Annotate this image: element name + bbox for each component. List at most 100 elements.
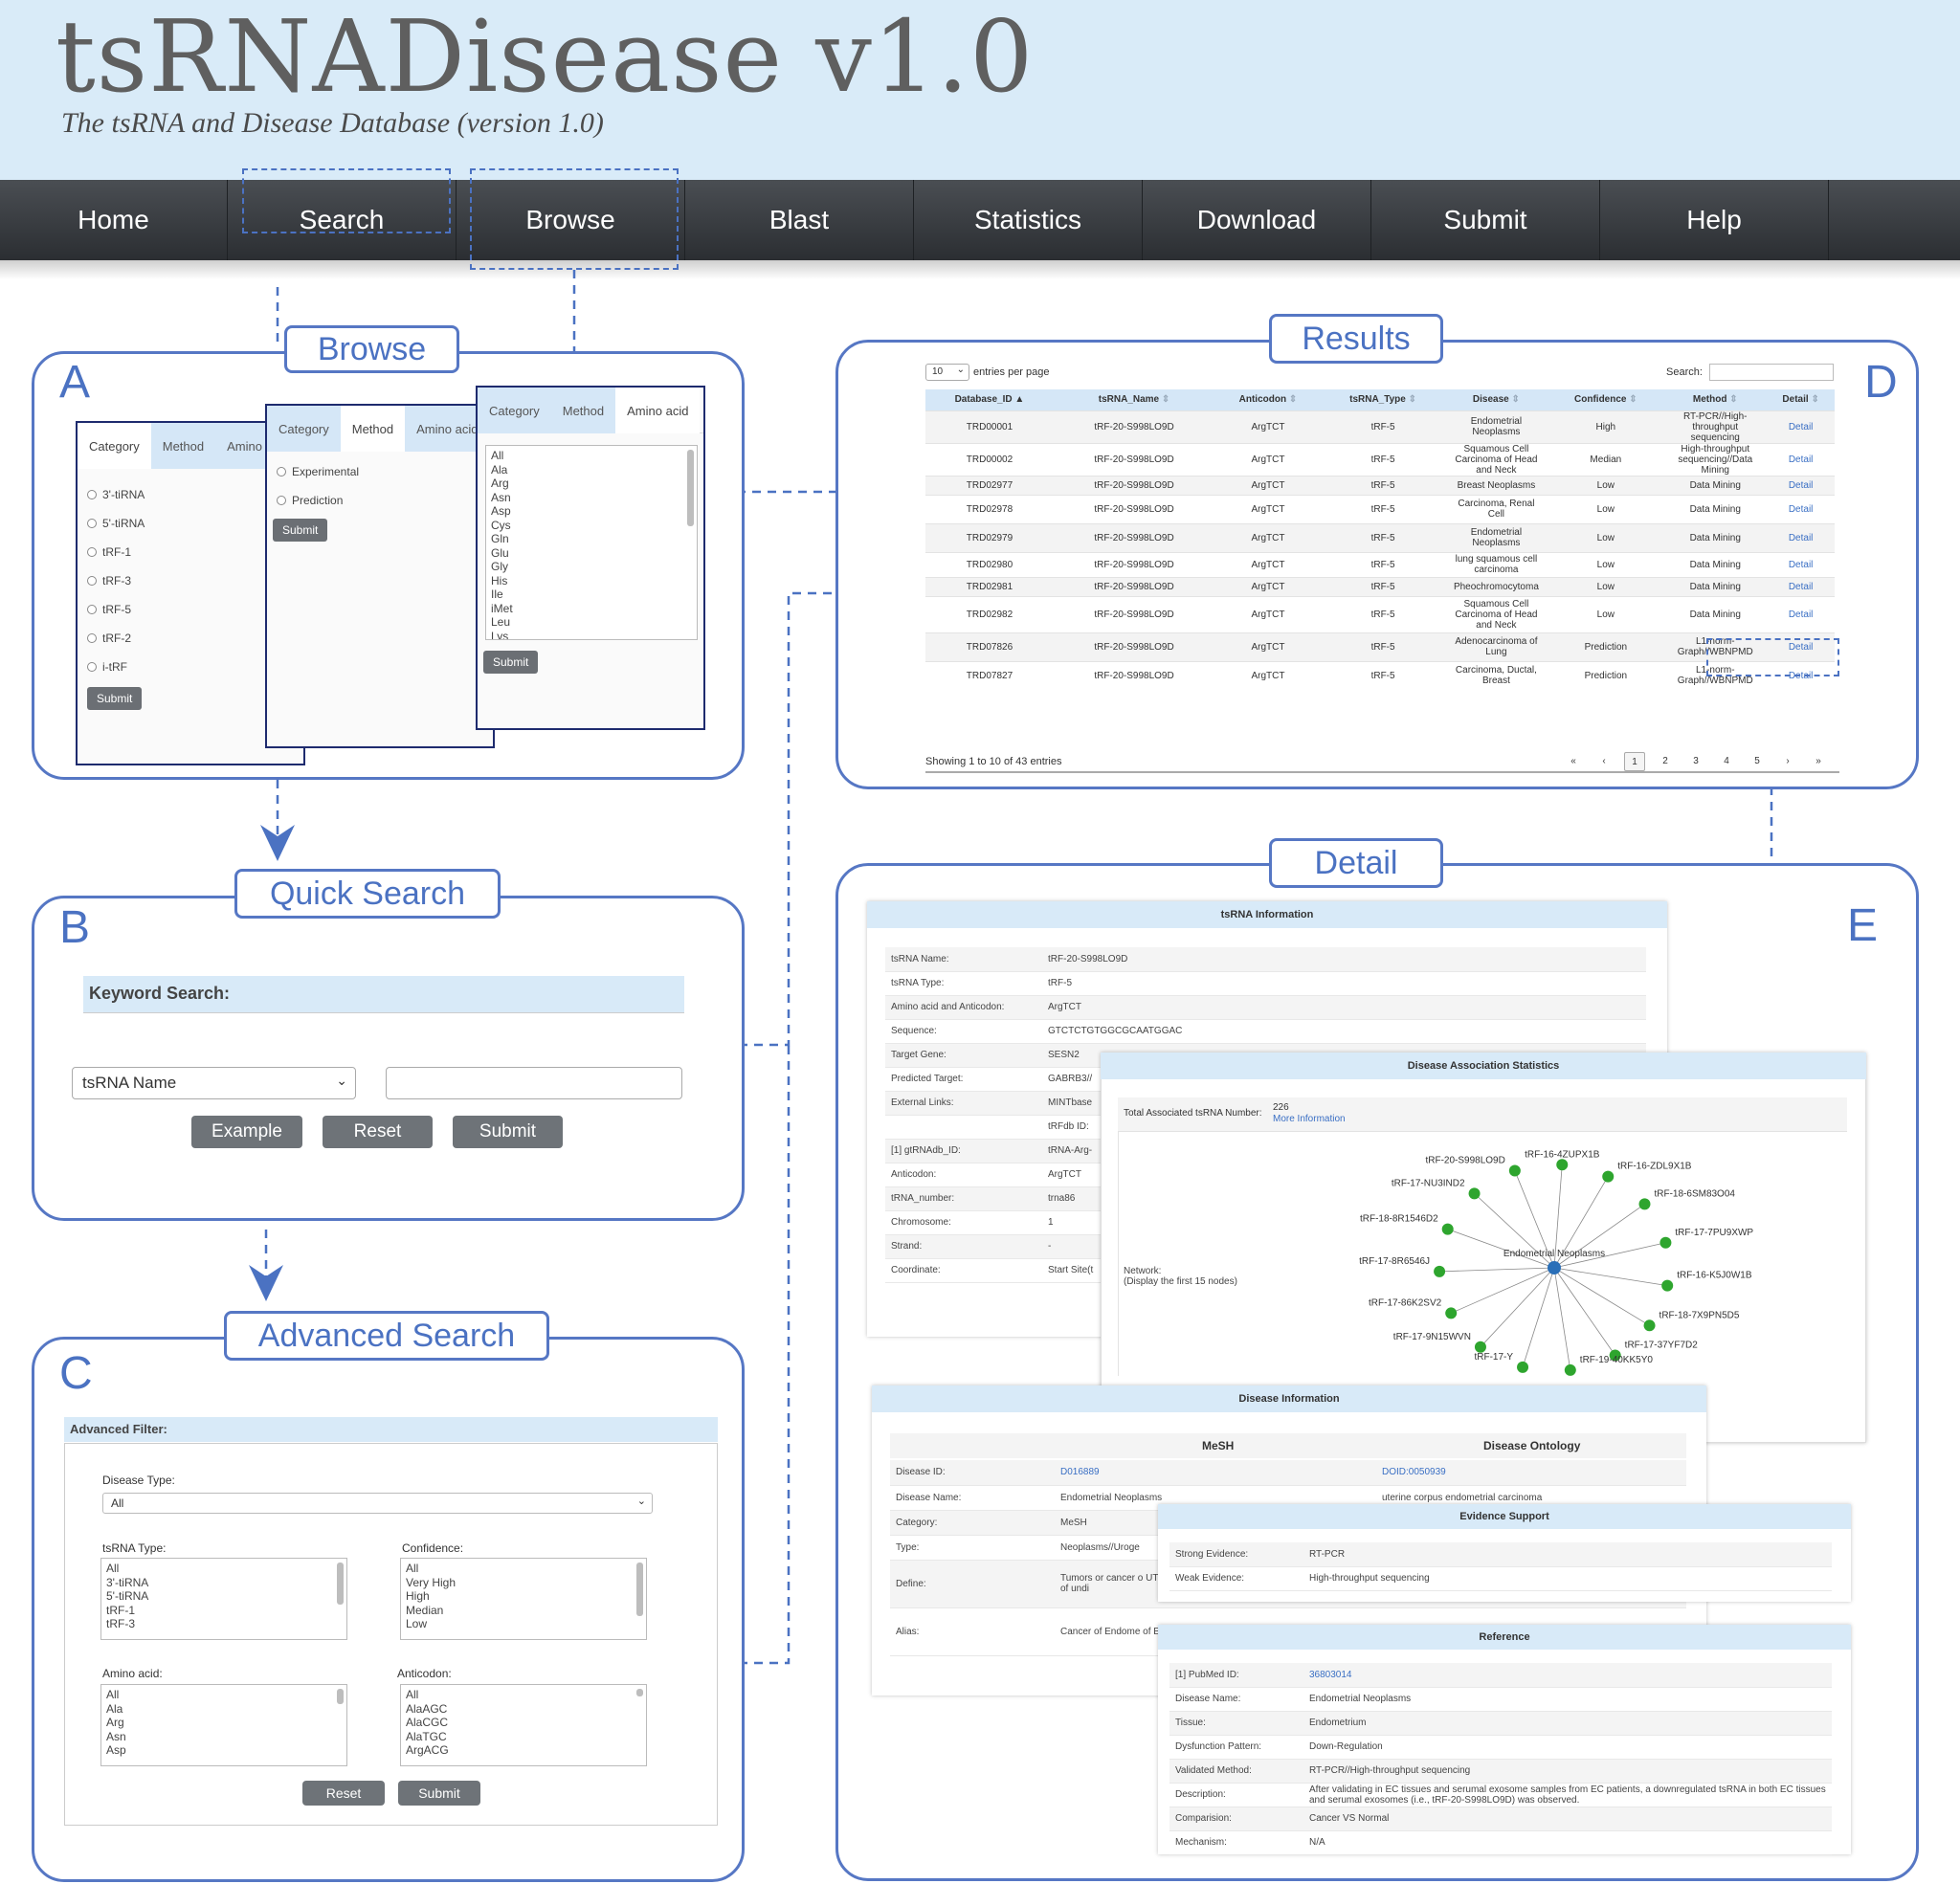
nav-blast[interactable]: Blast <box>685 180 914 260</box>
tab-category[interactable]: Category <box>267 406 341 452</box>
info-value[interactable]: D016889 <box>1055 1460 1376 1486</box>
network-node[interactable] <box>1556 1159 1569 1171</box>
keyword-input[interactable] <box>386 1067 682 1099</box>
network-node[interactable] <box>1441 1223 1454 1235</box>
network-node[interactable] <box>1643 1319 1656 1332</box>
listbox-scrollbar[interactable] <box>636 1689 643 1696</box>
tab-method[interactable]: Method <box>340 406 406 452</box>
col-detail[interactable]: Detail ⇕ <box>1767 389 1835 410</box>
radio-option[interactable]: i-tRF <box>78 653 303 681</box>
detail-link[interactable]: Detail <box>1767 551 1835 577</box>
radio-option[interactable]: Experimental <box>267 457 493 486</box>
listbox-scrollbar[interactable] <box>337 1689 344 1704</box>
tab-amino-acid[interactable]: Amino acid <box>615 388 701 433</box>
radio-option[interactable]: tRF-5 <box>78 595 303 624</box>
page-button[interactable]: 4 <box>1724 756 1729 766</box>
detail-link[interactable]: Detail <box>1767 442 1835 476</box>
network-center-node[interactable] <box>1548 1261 1561 1274</box>
more-information-link[interactable]: More Information <box>1273 1114 1346 1124</box>
tab-category[interactable]: Category <box>78 423 151 469</box>
tab-method[interactable]: Method <box>550 388 616 433</box>
entries-per-page-select[interactable]: 10 ⌄ <box>925 364 969 381</box>
search-field-select[interactable]: tsRNA Name ⌄ <box>72 1067 356 1099</box>
network-node[interactable] <box>1434 1265 1446 1277</box>
advanced-reset-button[interactable]: Reset <box>302 1781 385 1806</box>
network-node[interactable] <box>1508 1164 1521 1177</box>
radio-option[interactable]: 5'-tiRNA <box>78 509 303 538</box>
page-button[interactable]: 3 <box>1693 756 1699 766</box>
tab-method[interactable]: Method <box>150 423 216 469</box>
radio-option[interactable]: 3'-tiRNA <box>78 480 303 509</box>
col-anticodon[interactable]: Anticodon ⇕ <box>1214 389 1322 410</box>
tsrna-type-listbox[interactable]: All 3'-tiRNA 5'-tiRNA tRF-1 tRF-3 <box>100 1558 347 1640</box>
example-button[interactable]: Example <box>191 1116 302 1148</box>
nav-home[interactable]: Home <box>0 180 228 260</box>
info-value[interactable]: 36803014 <box>1303 1663 1832 1688</box>
detail-link[interactable]: Detail <box>1767 632 1835 661</box>
page-button[interactable]: ‹ <box>1602 756 1606 766</box>
listbox-scrollbar[interactable] <box>337 1563 344 1605</box>
radio-option[interactable]: Prediction <box>267 486 493 515</box>
results-search-input[interactable] <box>1709 364 1834 381</box>
info-value[interactable]: DOID:0050939 <box>1376 1460 1686 1486</box>
disease-type-select[interactable]: All ⌄ <box>102 1493 653 1514</box>
col-method[interactable]: Method ⇕ <box>1663 389 1768 410</box>
listbox-scrollbar[interactable] <box>687 450 694 526</box>
network-node[interactable] <box>1445 1307 1458 1319</box>
nav-help[interactable]: Help <box>1600 180 1829 260</box>
nav-search[interactable]: Search <box>228 180 457 260</box>
detail-link[interactable]: Detail <box>1767 576 1835 596</box>
page-button[interactable]: 5 <box>1754 756 1760 766</box>
network-node[interactable] <box>1474 1341 1486 1353</box>
col-database-id[interactable]: Database_ID ▲ <box>925 389 1054 410</box>
network-node[interactable] <box>1661 1279 1674 1292</box>
nav-download[interactable]: Download <box>1143 180 1371 260</box>
browse-category-submit-button[interactable]: Submit <box>87 687 143 710</box>
reset-button[interactable]: Reset <box>323 1116 433 1148</box>
detail-link[interactable]: Detail <box>1767 522 1835 552</box>
amino-acid-listbox[interactable]: All Ala Arg Asn Asp Cys Gln Glu Gly His … <box>485 445 698 640</box>
col-confidence[interactable]: Confidence ⇕ <box>1548 389 1664 410</box>
network-node[interactable] <box>1602 1170 1615 1183</box>
page-button[interactable]: « <box>1570 756 1576 766</box>
browse-amino-acid-submit-button[interactable]: Submit <box>483 651 539 674</box>
detail-link[interactable]: Detail <box>1767 410 1835 443</box>
radio-option[interactable]: tRF-3 <box>78 566 303 595</box>
browse-method-submit-button[interactable]: Submit <box>273 519 328 542</box>
nav-statistics[interactable]: Statistics <box>914 180 1143 260</box>
amino-acid-filter-listbox[interactable]: All Ala Arg Asn Asp <box>100 1684 347 1766</box>
nav-submit[interactable]: Submit <box>1371 180 1600 260</box>
radio-option[interactable]: tRF-1 <box>78 538 303 566</box>
radio-option[interactable]: tRF-2 <box>78 624 303 653</box>
confidence-listbox[interactable]: All Very High High Median Low <box>400 1558 647 1640</box>
tab-category[interactable]: Category <box>478 388 551 433</box>
detail-link[interactable]: Detail <box>1767 494 1835 523</box>
network-node[interactable] <box>1609 1349 1621 1362</box>
detail-link[interactable]: Detail <box>1767 475 1835 495</box>
network-node[interactable] <box>1659 1236 1672 1249</box>
advanced-submit-button[interactable]: Submit <box>398 1781 480 1806</box>
network-node[interactable] <box>1468 1187 1481 1200</box>
submit-button[interactable]: Submit <box>453 1116 563 1148</box>
col-disease[interactable]: Disease ⇕ <box>1444 389 1548 410</box>
listbox-scrollbar[interactable] <box>636 1563 643 1616</box>
nav-browse[interactable]: Browse <box>457 180 685 260</box>
anticodon-listbox[interactable]: All AlaAGC AlaCGC AlaTGC ArgACG <box>400 1684 647 1766</box>
col-tsrna-name[interactable]: tsRNA_Name ⇕ <box>1053 389 1215 410</box>
tab-amino-acid[interactable]: Amino acid <box>405 406 490 452</box>
network-node[interactable] <box>1517 1361 1529 1373</box>
network-node[interactable] <box>1638 1198 1651 1210</box>
page-button[interactable]: 1 <box>1624 752 1645 771</box>
page-button[interactable]: » <box>1815 756 1821 766</box>
network-node[interactable] <box>1564 1363 1576 1376</box>
